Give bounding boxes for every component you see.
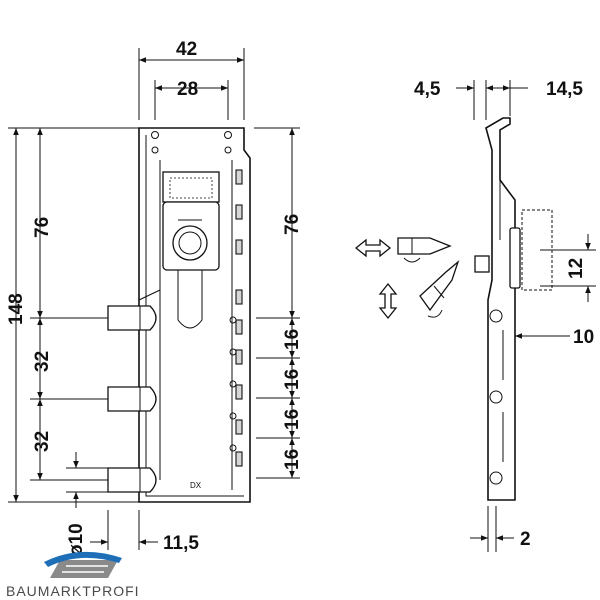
logo-mark [50,560,118,578]
dim-spacing-right-3: 16 [282,409,303,430]
pin-side [489,471,503,485]
dim-right-12: 12 [566,258,587,279]
pin-side [489,390,503,404]
side-dimensions: 4,5 14,5 12 10 2 [414,79,596,552]
dim-spacing-right-4: 16 [282,449,303,470]
dim-spacing-right-2: 16 [282,369,303,390]
mounting-hole [151,131,159,139]
brand-logo: BAUMARKTPROFI [6,551,140,599]
dim-offset-bottom: 11,5 [163,533,199,554]
front-dimensions: 42 28 148 76 32 32 ø10 11,5 76 [6,39,303,556]
dim-width-inner: 28 [177,79,198,100]
front-view: DX [107,127,251,503]
dim-right-10: 10 [573,327,594,348]
mounting-hole [151,146,159,154]
dowel-pins [107,305,157,493]
dim-spacing-left-1: 32 [32,351,53,372]
dim-width-overall: 42 [176,39,197,60]
part-label: DX [190,481,202,490]
dim-top-right: 14,5 [546,79,583,100]
side-profile-outline [485,117,516,501]
dim-top-left: 4,5 [414,79,441,100]
side-view [354,117,553,501]
logo-text: BAUMARKTPROFI [6,583,140,599]
dim-height-upper-right: 76 [282,214,303,235]
mounting-hole [224,131,232,139]
dim-pin-diameter: ø10 [66,523,87,556]
cam-screw [474,255,490,273]
dim-bottom: 2 [520,529,531,550]
move-arrows [354,238,398,320]
dim-spacing-right-1: 16 [282,329,303,350]
cam-bolt [172,225,208,261]
side-slots [229,169,243,467]
dim-height-overall: 148 [6,293,27,325]
screwdriver-bits [397,237,460,318]
mounting-hole [224,146,232,154]
dim-spacing-left-2: 32 [32,431,53,452]
pin-side [489,309,503,323]
logo-swoosh [44,551,122,567]
cam-housing [162,171,220,203]
dim-height-upper-left: 76 [32,217,53,238]
